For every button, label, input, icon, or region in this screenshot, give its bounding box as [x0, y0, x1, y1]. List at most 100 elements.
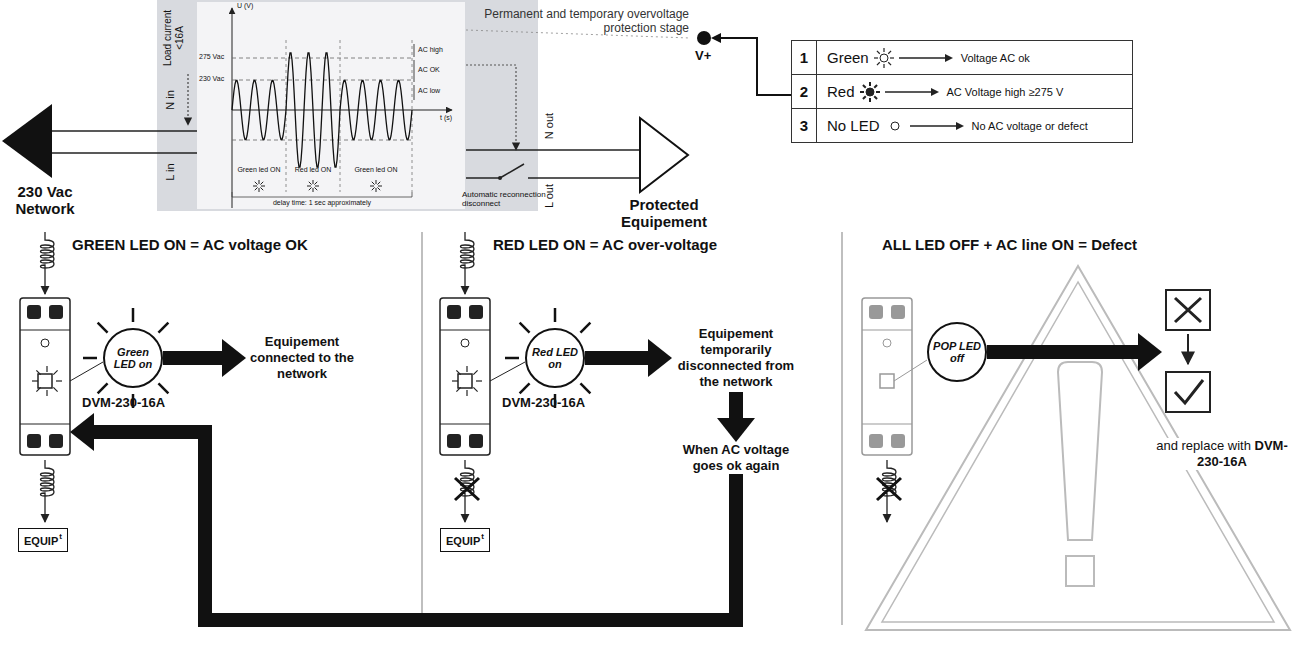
- coil-wire: [41, 232, 55, 284]
- terminal-screw: [469, 434, 483, 448]
- terminal-name: L in: [164, 163, 177, 180]
- led-ray: [452, 380, 458, 381]
- led-ray: [158, 383, 168, 393]
- l-out-wire: [528, 177, 640, 179]
- led-ray: [505, 357, 519, 360]
- warning-triangle: [866, 266, 1290, 630]
- connector-line: [729, 392, 743, 418]
- pointer-arrow: [711, 33, 791, 95]
- led-ray: [255, 182, 258, 185]
- led-ray: [580, 383, 590, 393]
- icon-shape: [869, 98, 871, 102]
- level-brackets: [414, 44, 415, 100]
- equipment-label: Protected Equipement: [604, 196, 724, 231]
- text-patch: and replace withDVM-230-16A: [1152, 438, 1292, 470]
- led-ray: [376, 188, 377, 192]
- equipment-box: EQUIPt: [18, 528, 68, 552]
- equipment-box-text: EQUIP: [24, 535, 58, 547]
- connector-line: [585, 351, 648, 365]
- load-arrow: [187, 74, 188, 125]
- device-led: [38, 374, 52, 388]
- device-line: [862, 330, 912, 331]
- led-ray: [466, 366, 467, 372]
- row-arrow: [895, 52, 957, 64]
- coil-arrow: [886, 512, 887, 522]
- led-icon: [859, 81, 881, 103]
- row-arrow: [906, 120, 968, 132]
- check-box: [1166, 372, 1210, 412]
- switch-note: Automatic reconnection disconnect: [462, 190, 562, 208]
- level-label: 230 Vac: [199, 75, 224, 83]
- led-ray: [473, 387, 477, 391]
- device-body: [862, 298, 912, 455]
- network-label: 230 Vac Network: [0, 183, 90, 218]
- led-ray: [53, 370, 57, 374]
- coil-arrow: [464, 284, 465, 294]
- dvm-device-text: DVM-230-16A: [502, 395, 585, 410]
- callout-number: 3: [792, 109, 817, 142]
- callout-number: 1: [792, 41, 817, 74]
- chart-ground: [197, 2, 465, 209]
- network-triangle: [2, 104, 52, 178]
- phase-label: Green led ON: [232, 166, 286, 174]
- led-ray: [98, 383, 108, 393]
- led-ray: [261, 186, 265, 187]
- icon-shape: [931, 88, 939, 96]
- panel-title: RED LED ON = AC over-voltage: [493, 236, 717, 253]
- phase-label: Red led ON: [286, 166, 340, 174]
- panel-title: GREEN LED ON = AC voltage OK: [72, 236, 308, 253]
- dvm-device: [862, 298, 912, 455]
- table-row: 1GreenVoltage AC ok: [792, 41, 1132, 75]
- warning-triangle-inner: [882, 282, 1274, 622]
- icon-shape: [874, 57, 878, 58]
- row-arrow: [881, 86, 943, 98]
- status-note-text: Equipement temporarily disconnected from…: [672, 326, 800, 390]
- device-hole: [883, 339, 891, 347]
- connector-line: [94, 432, 736, 620]
- equipment-box-text: t: [480, 532, 484, 541]
- led-rays: [83, 308, 168, 408]
- dvm-device: DVM-230-16A: [440, 298, 490, 455]
- led-colour: Green: [817, 49, 873, 66]
- dvm-device: [20, 298, 70, 455]
- flow-arrow: [585, 339, 672, 377]
- led-ray: [259, 188, 260, 192]
- icon-shape: [888, 62, 891, 65]
- arrow-head: [717, 418, 755, 442]
- led-colour: Red: [817, 83, 859, 100]
- l-out-wire: [466, 177, 500, 179]
- led-ray: [370, 186, 374, 187]
- device-line: [440, 424, 490, 425]
- led-meaning: No AC voltage or defect: [968, 120, 1092, 132]
- led-ray: [378, 186, 382, 187]
- led-ray: [56, 380, 62, 381]
- icon-shape: [945, 54, 953, 62]
- icon-shape: [888, 50, 891, 53]
- device-body: [20, 298, 70, 455]
- led-rays: [370, 180, 382, 192]
- wire-coil: [41, 232, 55, 294]
- led-ray: [372, 182, 375, 185]
- level-230: [232, 80, 412, 81]
- terminal-screw: [49, 434, 63, 448]
- voltage-wave: [232, 53, 412, 167]
- switch-blade: [500, 164, 524, 178]
- leader-line: [894, 360, 927, 381]
- divider: [841, 232, 843, 625]
- terminal-dot-text: V+: [695, 48, 711, 63]
- led-ray: [36, 387, 40, 391]
- wire-coil: [877, 460, 901, 522]
- red-led-circle: Red LED on: [525, 328, 585, 388]
- led-ray: [260, 182, 263, 185]
- coil-arrow: [44, 512, 45, 522]
- connector-line: [987, 345, 1138, 359]
- status-note: Equipement temporarily disconnected from…: [672, 326, 800, 390]
- grey-panel: [157, 0, 538, 211]
- icon-shape: [877, 62, 880, 65]
- panel-title: ALL LED OFF + AC line ON = Defect: [882, 236, 1137, 253]
- wire-coil: [455, 460, 479, 522]
- led-ray: [315, 186, 319, 187]
- arrow-head: [648, 339, 672, 377]
- terminal-screw: [869, 305, 883, 319]
- red-led-circle-text: Red LED on: [530, 346, 580, 370]
